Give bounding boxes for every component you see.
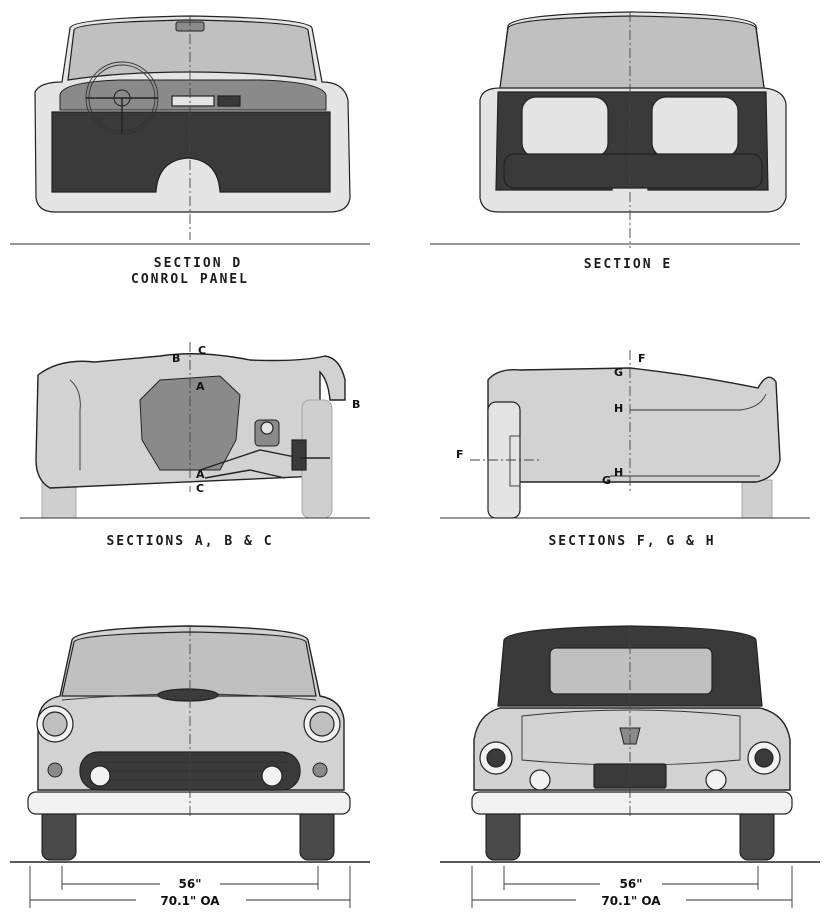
front-dimension-lines [29,866,351,908]
front-overall-dimension: 70.1" OA [160,894,220,908]
marker-c-bottom: C [196,482,204,495]
rear-dimension-lines [471,866,793,908]
section-e-title: SECTION E [584,257,672,272]
front-view-drawing [10,625,370,863]
rear-overall-dimension: 70.1" OA [601,894,661,908]
rear-view-drawing [440,625,820,863]
front-track-dimension: 56" [179,877,202,891]
marker-f-top: F [638,352,646,365]
marker-b-right: B [352,398,360,411]
section-d-title: SECTION D [154,256,242,271]
section-e-drawing [430,11,800,248]
section-d-subtitle: CONROL PANEL [131,272,249,287]
section-d-drawing [10,15,370,245]
marker-c-top: C [198,344,206,357]
marker-b-left: B [172,352,180,365]
rear-track-dimension: 56" [620,877,643,891]
marker-a-top: A [196,380,205,393]
sections-fgh-drawing [440,350,810,519]
marker-f-left: F [456,448,464,461]
marker-h-bottom: H [614,466,623,479]
marker-a-bottom: A [196,468,205,481]
marker-h-top: H [614,402,623,415]
marker-g-bottom: G [602,474,611,487]
sections-abc-title: SECTIONS A, B & C [106,534,273,549]
sections-fgh-title: SECTIONS F, G & H [548,534,715,549]
sections-abc-drawing [20,342,370,519]
marker-g-top: G [614,366,623,379]
